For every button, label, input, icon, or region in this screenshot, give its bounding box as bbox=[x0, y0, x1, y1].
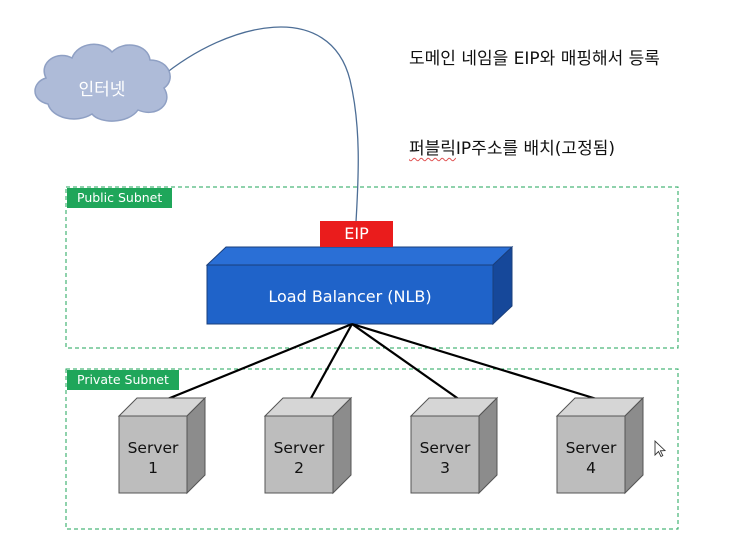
public-ip-note: 퍼블릭IP주소를 배치(고정됨) bbox=[409, 134, 615, 159]
internet-cloud bbox=[34, 43, 171, 122]
server-1-number: 1 bbox=[148, 459, 158, 477]
eip-badge: EIP bbox=[320, 221, 393, 247]
public-subnet-label: Public Subnet bbox=[67, 188, 173, 208]
server-3-number: 3 bbox=[440, 459, 450, 477]
server-2-name: Server bbox=[274, 439, 325, 457]
load-balancer-box bbox=[205, 245, 514, 326]
server-4-number: 4 bbox=[586, 459, 596, 477]
load-balancer-label: Load Balancer (NLB) bbox=[268, 287, 431, 306]
server-1-name: Server bbox=[128, 439, 179, 457]
server-box-1 bbox=[117, 396, 207, 495]
server-4-name: Server bbox=[566, 439, 617, 457]
server-box-2 bbox=[263, 396, 353, 495]
public-ip-note-rest: IP주소를 배치(고정됨) bbox=[455, 139, 615, 159]
private-subnet-label: Private Subnet bbox=[67, 370, 179, 390]
public-ip-note-prefix: 퍼블릭 bbox=[409, 139, 456, 159]
mouse-cursor-icon bbox=[654, 439, 667, 458]
dns-mapping-note: 도메인 네임을 EIP와 매핑해서 등록 bbox=[409, 49, 660, 69]
internet-label: 인터넷 bbox=[79, 80, 126, 100]
public-subnet-border bbox=[65, 186, 679, 349]
private-subnet-border bbox=[65, 368, 679, 530]
server-box-4 bbox=[555, 396, 645, 495]
server-3-name: Server bbox=[420, 439, 471, 457]
server-2-number: 2 bbox=[294, 459, 304, 477]
server-box-3 bbox=[409, 396, 499, 495]
internet-connection-line bbox=[159, 26, 359, 223]
lb-server-links bbox=[164, 322, 601, 402]
